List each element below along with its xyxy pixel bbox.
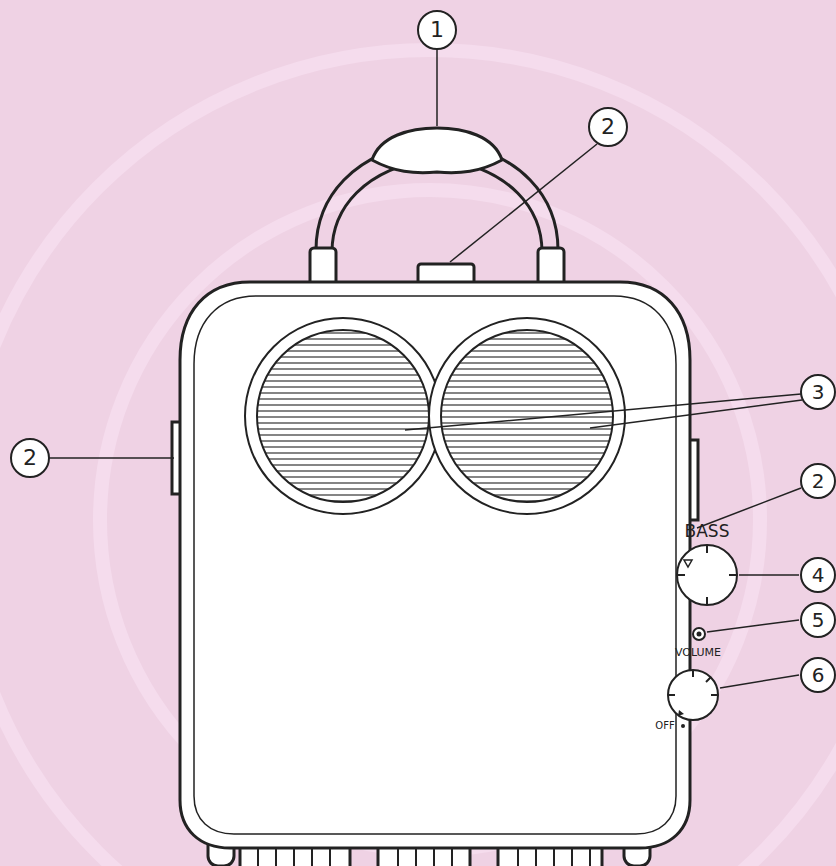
callout-number: 3 xyxy=(812,382,825,402)
callout-number: 4 xyxy=(812,565,825,585)
callout-number: 5 xyxy=(812,610,825,630)
callout-number: 2 xyxy=(812,471,825,491)
knob-label: OFF xyxy=(655,721,674,731)
knob-label: BASS xyxy=(685,523,730,540)
callout-number: 2 xyxy=(601,116,615,138)
callout-number: 6 xyxy=(812,665,825,685)
callout-number: 2 xyxy=(23,447,37,469)
knob-label: VOLUME xyxy=(675,647,721,658)
callout-number: 1 xyxy=(430,19,444,41)
